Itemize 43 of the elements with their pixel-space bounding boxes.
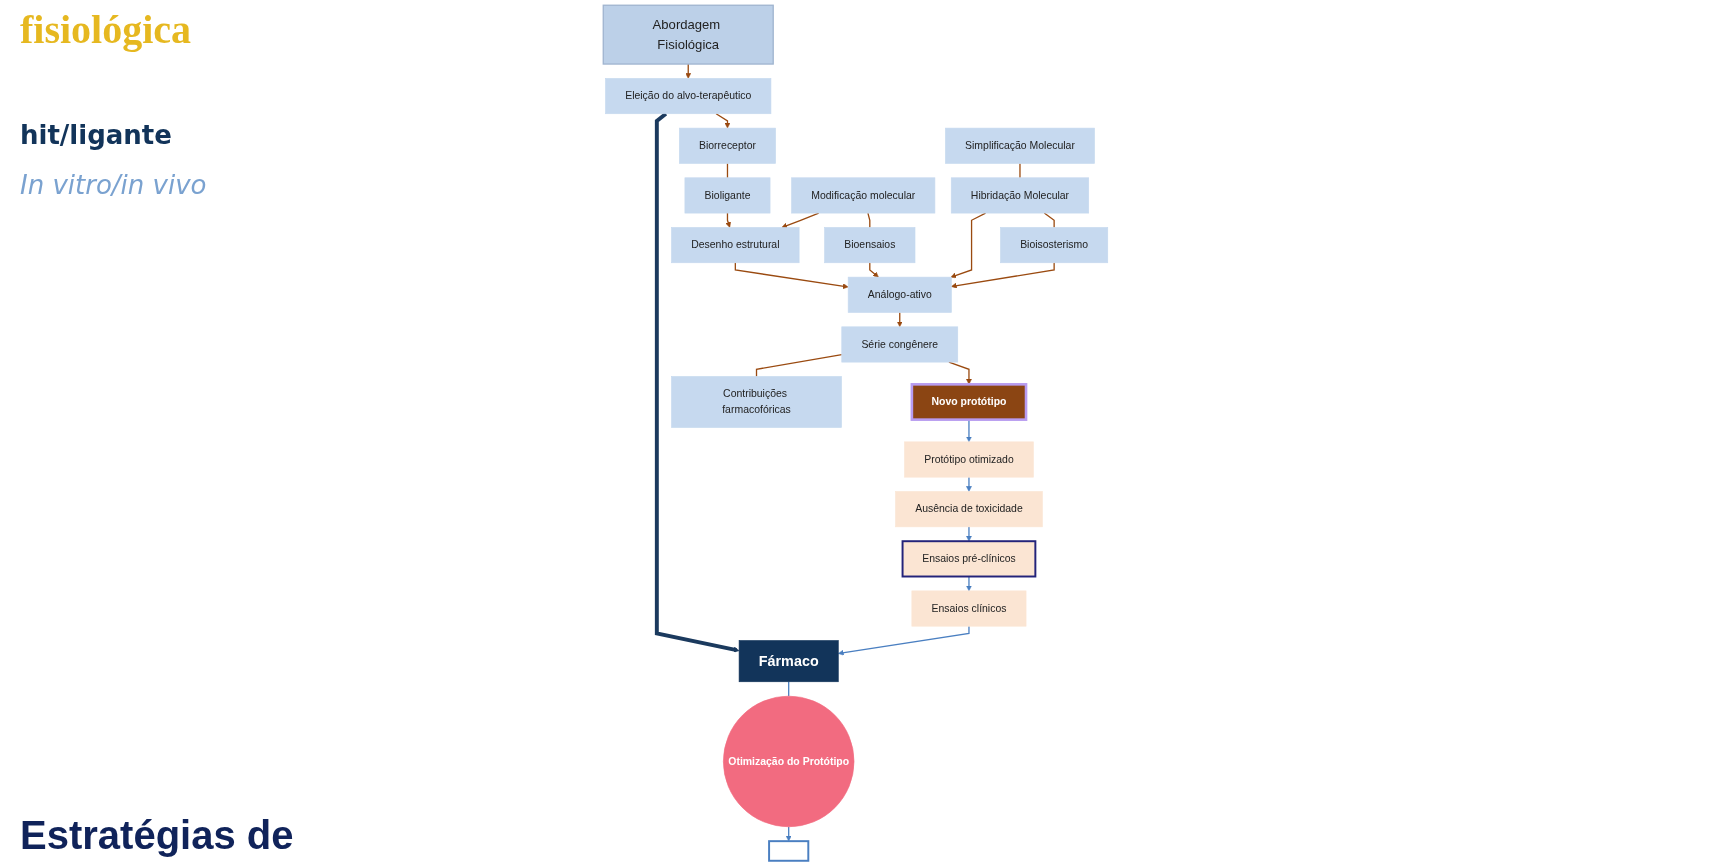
node-box: Modificação molecular: [791, 177, 936, 214]
node-box: Eleição do alvo-terapêutico: [605, 78, 772, 115]
node-box: Ensaios pré-clínicos: [901, 540, 1037, 578]
node-box: Ausência de toxicidade: [895, 491, 1043, 528]
node-box: Protótipo otimizado: [904, 441, 1034, 478]
arrow: [869, 262, 879, 278]
arrow: [725, 212, 731, 228]
arrow: [715, 113, 731, 129]
arrow: [685, 63, 692, 79]
node-box: Ensaios clínicos: [911, 590, 1027, 627]
connector: [1019, 162, 1021, 179]
node-box: Bioligante: [684, 177, 771, 214]
arrow: [654, 112, 740, 653]
connector: [1043, 212, 1055, 229]
arrow: [966, 419, 972, 443]
node-box: Bioensaios: [824, 227, 916, 264]
node-box: Desenho estrutural: [671, 227, 800, 264]
heading-text: Estratégias de: [20, 813, 294, 858]
node-box: Contribuições farmacofóricas: [671, 376, 842, 428]
node-box: Hibridação Molecular: [950, 177, 1090, 214]
node-box: Biorreceptor: [679, 127, 776, 164]
heading-text: fisiológica: [20, 6, 192, 53]
node-box: [768, 840, 810, 862]
node-box: Abordagem Fisiológica: [602, 4, 774, 65]
arrow: [734, 262, 849, 290]
arrow: [951, 262, 1055, 289]
node-box: Fármaco: [738, 640, 839, 683]
arrow: [966, 476, 972, 492]
node-circle: Otimização do Protótipo: [723, 695, 855, 828]
arrow: [785, 826, 792, 842]
node-box: Análogo-ativo: [847, 276, 952, 313]
note-text: hit/ligante: [20, 120, 172, 150]
node-box: Novo protótipo: [910, 383, 1028, 421]
arrow: [838, 625, 970, 656]
note-text: In vitro/in vivo: [20, 170, 207, 200]
node-box: Bioisosterismo: [1000, 227, 1109, 264]
node-box: Simplificação Molecular: [945, 127, 1095, 164]
arrow: [896, 311, 903, 328]
arrow: [966, 575, 972, 592]
arrow: [966, 526, 972, 542]
connector: [755, 353, 843, 378]
arrow: [950, 212, 987, 279]
node-box: Série congênere: [841, 326, 959, 363]
